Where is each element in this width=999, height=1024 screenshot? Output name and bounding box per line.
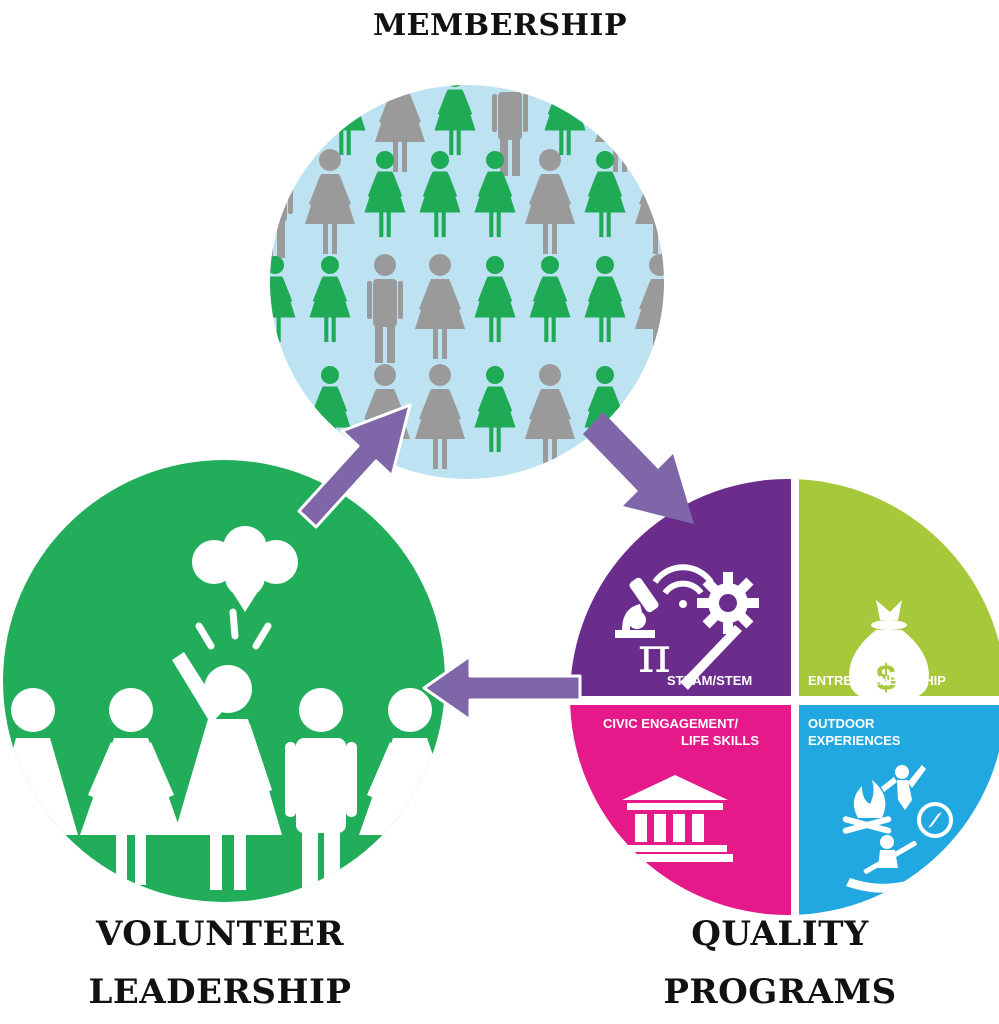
paintbrush-icon (680, 625, 742, 690)
volunteer-people-icon (3, 652, 445, 890)
man-icon (492, 85, 528, 176)
idea-burst-icon (195, 608, 272, 650)
woman-icon (525, 149, 575, 254)
arrow-membership-to-quality (583, 412, 694, 524)
trefoil-logo-icon (192, 526, 298, 612)
woman-icon (375, 85, 425, 172)
woman-icon (270, 85, 315, 172)
girl-icon (364, 150, 406, 238)
girl-icon (474, 255, 516, 343)
girl-icon (584, 150, 626, 238)
girl-icon (434, 85, 476, 156)
membership-circle (270, 85, 664, 479)
money-bag-icon (849, 600, 929, 702)
quality-programs-title: QUALITY PROGRAMS (600, 905, 960, 1021)
volunteer-leadership-title: VOLUNTEER LEADERSHIP (40, 905, 400, 1021)
arrow-quality-to-volunteer (422, 654, 582, 722)
outdoor-label-line1: OUTDOOR (808, 716, 875, 731)
woman-icon (415, 364, 465, 469)
civic-engagement-label-line2: LIFE SKILLS (681, 733, 759, 748)
gear-icon (697, 572, 759, 634)
compass-icon (917, 802, 953, 838)
quality-title-line1: QUALITY (691, 914, 869, 954)
wifi-icon (652, 564, 714, 608)
entrepreneurship-label: ENTREPRENEURSHIP (808, 673, 946, 688)
outdoor-label-line2: EXPERIENCES (808, 733, 901, 748)
membership-title: MEMBERSHIP (372, 8, 628, 43)
volunteer-title-line2: LEADERSHIP (88, 972, 352, 1012)
volunteer-leadership-circle (3, 460, 445, 902)
girl-icon (309, 255, 351, 343)
girl-icon (474, 150, 516, 238)
dollar-sign-icon: $ (876, 657, 896, 698)
arrow-volunteer-to-membership (297, 403, 412, 529)
woman-icon (415, 254, 465, 359)
quality-title-line2: PROGRAMS (663, 972, 897, 1012)
woman-icon (305, 149, 355, 254)
man-icon (367, 254, 403, 363)
pi-icon: π (638, 626, 671, 684)
woman-icon (525, 364, 575, 469)
campfire-icon (842, 780, 892, 834)
girl-icon (419, 150, 461, 238)
girl-icon (584, 255, 626, 343)
civic-engagement-label-line1: CIVIC ENGAGEMENT/ (603, 716, 738, 731)
government-building-icon (617, 775, 733, 862)
microscope-icon (615, 577, 659, 638)
climber-icon (881, 765, 926, 810)
quality-dividers (570, 479, 999, 915)
steam-label: STEAM/STEM (667, 673, 752, 688)
volunteer-title-line1: VOLUNTEER (95, 914, 345, 954)
girl-icon (529, 255, 571, 343)
girl-icon (474, 365, 516, 453)
steam-icons: π (615, 564, 759, 690)
